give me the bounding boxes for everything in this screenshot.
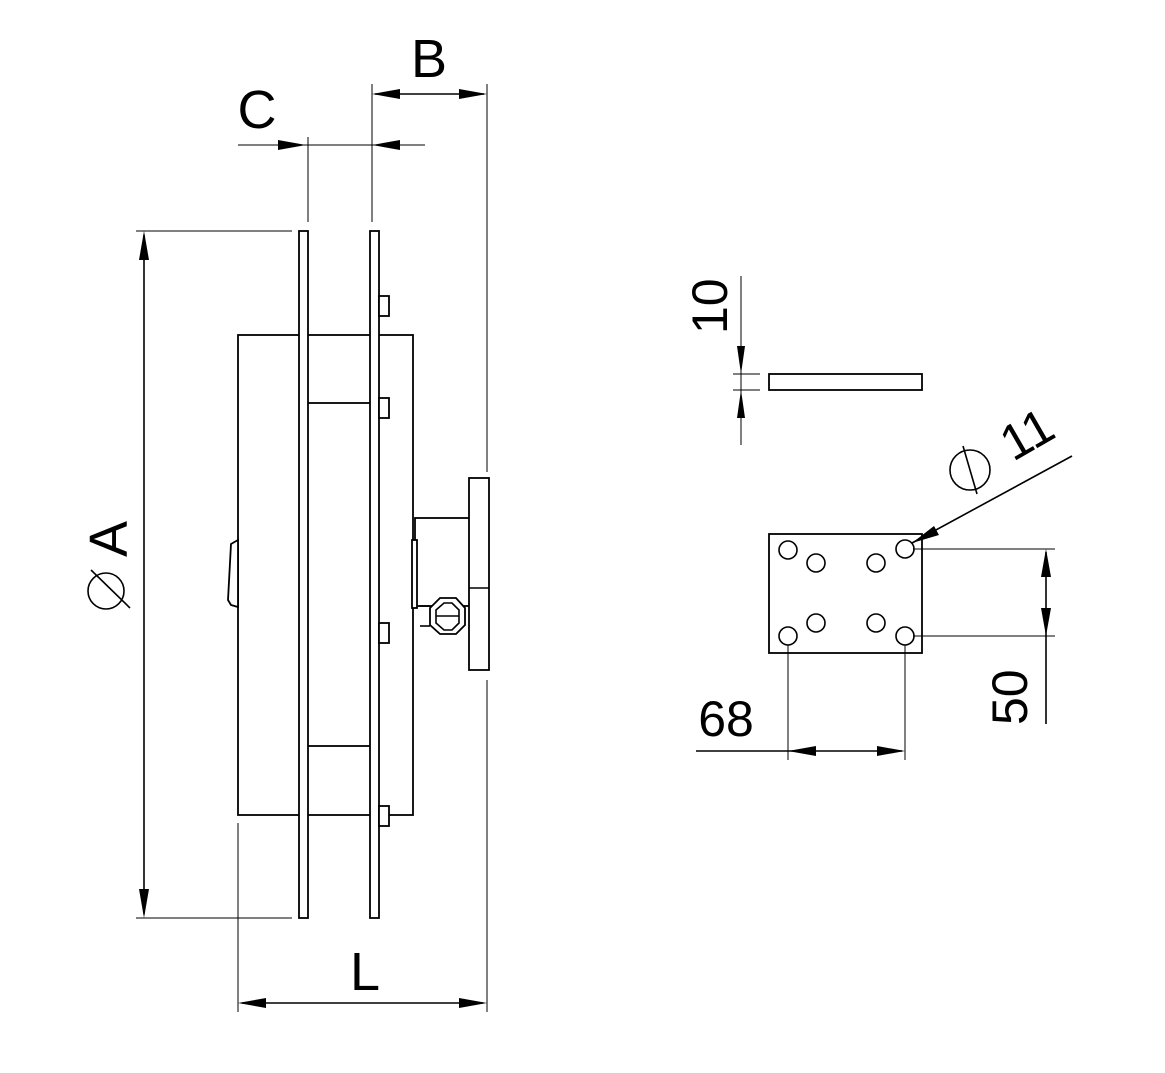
dimension-thickness-label: 10: [682, 278, 738, 334]
dimension-c: C: [238, 80, 425, 222]
plate-detail: 10 11: [682, 276, 1073, 760]
hole: [806, 553, 826, 573]
side-view: A C B L: [79, 29, 490, 1012]
right-flange: [369, 230, 380, 919]
dimension-width: 68: [696, 645, 906, 760]
dimension-height: 50: [913, 548, 1055, 725]
plate-front-view: [768, 533, 923, 654]
hole: [778, 540, 798, 560]
plate-edge-view: [768, 373, 923, 391]
mount-plate-side: [468, 477, 490, 671]
hole: [806, 613, 826, 633]
dimension-height-label: 50: [982, 669, 1038, 725]
dimension-c-label: C: [238, 80, 277, 140]
bolt: [378, 805, 390, 827]
dimension-a-label: A: [79, 521, 139, 557]
swivel-housing: [414, 517, 471, 607]
bolt: [378, 622, 390, 644]
dimension-b-label: B: [411, 29, 447, 89]
diameter-icon: [949, 445, 991, 495]
dimension-a: A: [79, 230, 292, 919]
dimension-b: B: [371, 29, 488, 472]
hub: [304, 402, 374, 747]
hole: [866, 613, 886, 633]
bolt: [378, 295, 390, 317]
hole: [866, 553, 886, 573]
bolt: [378, 397, 390, 419]
dimension-hole-diameter: 11: [911, 397, 1073, 544]
diameter-icon: [87, 569, 131, 610]
plate-holes: [778, 539, 915, 646]
dimension-l: L: [237, 680, 488, 1012]
dimension-thickness: 10: [682, 276, 760, 445]
swivel-collar: [411, 539, 418, 609]
left-flange: [298, 230, 309, 919]
hex-nut-icon: [420, 597, 466, 635]
left-knob: [227, 538, 239, 609]
dimension-hole-diameter-label: 11: [991, 397, 1064, 471]
dimension-l-label: L: [350, 942, 380, 1002]
dimension-width-label: 68: [698, 691, 754, 747]
